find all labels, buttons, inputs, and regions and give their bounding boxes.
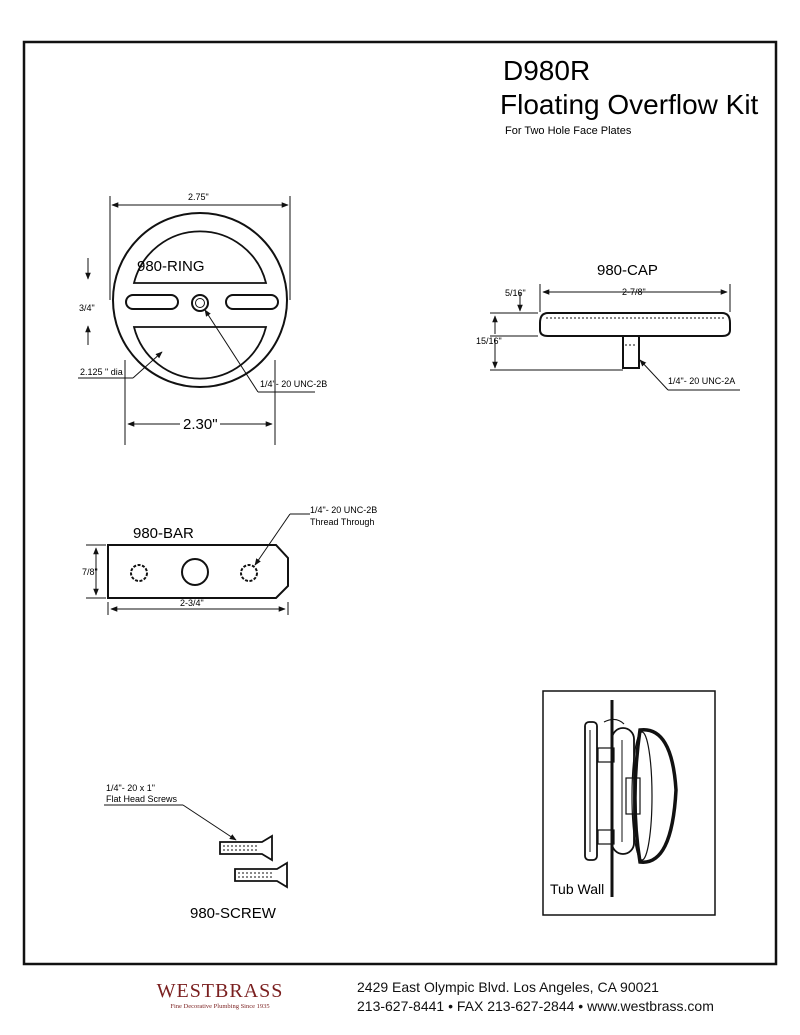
assembly-bar (584, 721, 598, 861)
ring-dim-diameter: 2.125 " dia (80, 367, 123, 377)
ring-drawing (112, 212, 288, 388)
bar-label: 980-BAR (133, 525, 194, 542)
cap-dimensions (490, 284, 740, 391)
title-name: Floating Overflow Kit (500, 89, 759, 120)
bar-thread-line1: 1/4"- 20 UNC-2B (310, 505, 377, 515)
bar-drawing (107, 544, 289, 599)
assembly-frame (542, 690, 716, 916)
brand-tagline: Fine Decorative Plumbing Since 1935 (170, 1003, 270, 1010)
brand-logo: WESTBRASS Fine Decorative Plumbing Since… (146, 980, 294, 1010)
assembly-drawing (584, 700, 678, 897)
cap-thread: 1/4"- 20 UNC-2A (668, 376, 735, 386)
ring-dim-height: 3/4" (79, 303, 95, 313)
bar-dim-width: 2-3/4" (180, 598, 204, 608)
assembly-cap-rim (633, 728, 678, 864)
assembly-cap-face (631, 731, 653, 861)
screw-drawing (219, 834, 288, 889)
bar-dimensions (86, 513, 310, 615)
ring-dim-width: 2.75" (188, 192, 209, 202)
bar-body (107, 544, 289, 599)
cap-drawing (539, 312, 731, 369)
footer-contact: 213-627-8441 • FAX 213-627-2844 • www.we… (357, 998, 714, 1014)
footer-address: 2429 East Olympic Blvd. Los Angeles, CA … (357, 979, 659, 995)
cap-dim-width: 2-7/8" (622, 287, 646, 297)
brand-name: WESTBRASS (156, 980, 284, 1002)
screw-leader (104, 804, 237, 841)
ring-right-slot (225, 294, 279, 310)
ring-outer (112, 212, 288, 388)
screw-label: 980-SCREW (190, 905, 277, 922)
ring-dim-slots: 2.30" (183, 416, 218, 433)
ring-thread-hole (191, 294, 209, 312)
bar-dim-height: 7/8" (82, 567, 98, 577)
cap-plate (539, 312, 731, 337)
assembly-label: Tub Wall (550, 881, 604, 897)
cap-stud (622, 335, 640, 369)
cap-dim-top: 5/16" (505, 288, 526, 298)
ring-upper-opening (132, 230, 268, 284)
title-subtitle: For Two Hole Face Plates (505, 125, 632, 137)
bar-left-thread (130, 564, 148, 582)
screw-2 (234, 861, 288, 889)
screw-spec-line1: 1/4"- 20 x 1" (106, 783, 155, 793)
ring-dimensions (78, 196, 315, 445)
cap-dim-height: 15/16" (476, 336, 502, 346)
screw-spec-line2: Flat Head Screws (106, 794, 178, 804)
screw-1 (219, 834, 273, 862)
ring-thread-hole-inner (195, 298, 205, 308)
bar-thread-line2: Thread Through (310, 517, 374, 527)
bar-right-thread (240, 564, 258, 582)
cap-label: 980-CAP (597, 262, 658, 279)
assembly-ring (611, 727, 635, 855)
ring-lower-opening (132, 326, 268, 380)
ring-label: 980-RING (137, 258, 205, 275)
title-model: D980R (503, 55, 590, 86)
bar-center-hole (181, 558, 209, 586)
ring-thread: 1/4"- 20 UNC-2B (260, 379, 327, 389)
footer-contact-block: 2429 East Olympic Blvd. Los Angeles, CA … (357, 978, 714, 1016)
page-border (22, 40, 778, 966)
ring-left-slot (125, 294, 179, 310)
